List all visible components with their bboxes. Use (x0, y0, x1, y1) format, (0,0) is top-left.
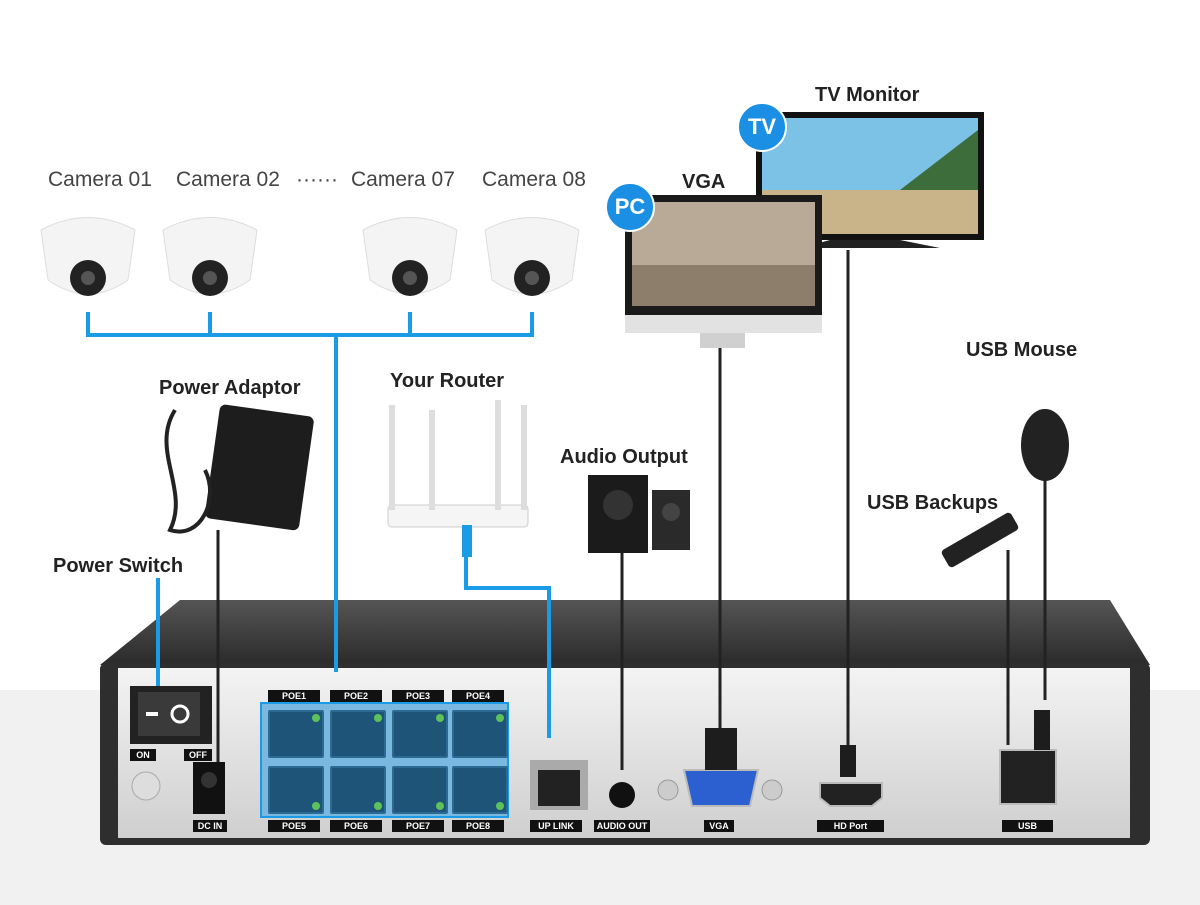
uplink-cable (464, 555, 551, 738)
uplink-tag: UP LINK (530, 820, 582, 832)
camera-08-icon (484, 217, 580, 296)
poe2-port[interactable] (330, 710, 386, 758)
black-cables (216, 250, 1047, 770)
usb-tag: USB (1002, 820, 1053, 832)
off-tag: OFF (184, 749, 212, 761)
usb-mouse (1021, 409, 1069, 481)
poe3-tag: POE3 (392, 690, 444, 702)
vga-port (682, 769, 760, 807)
poe1-tag: POE1 (268, 690, 320, 702)
vga-label: VGA (682, 171, 726, 193)
usb-mouse-label: USB Mouse (966, 339, 1078, 361)
usb-ports (999, 749, 1057, 805)
camera-01-icon (40, 217, 136, 296)
hd-port-tag: HD Port (817, 820, 884, 832)
tv-stand (800, 240, 940, 248)
poe5-port[interactable] (268, 766, 324, 814)
usb-backups-label: USB Backups (867, 492, 999, 514)
tv-monitor-label: TV Monitor (815, 84, 920, 106)
audio-out-port (609, 782, 635, 808)
dc-in-tag: DC IN (193, 820, 227, 832)
camera-ellipsis: ······ (296, 168, 338, 191)
ground-screw (131, 771, 161, 801)
camera-07-icon (362, 217, 458, 296)
camera-drop-cables (208, 312, 412, 335)
camera-08-label: Camera 08 (482, 168, 586, 191)
tv-badge: TV (737, 102, 787, 152)
poe7-tag: POE7 (392, 820, 444, 832)
vga-tag: VGA (704, 820, 734, 832)
poe8-tag: POE8 (452, 820, 504, 832)
poe4-port[interactable] (452, 710, 508, 758)
pc-stand (700, 333, 745, 348)
camera-02-icon (162, 217, 258, 296)
audio-output-label: Audio Output (560, 446, 688, 468)
camera-02-label: Camera 02 (176, 168, 280, 191)
camera-cables (86, 312, 551, 738)
power-adaptor-label: Power Adaptor (159, 377, 301, 399)
poe6-port[interactable] (330, 766, 386, 814)
router-label: Your Router (390, 370, 505, 392)
camera-01-label: Camera 01 (48, 168, 152, 191)
pc-badge: PC (605, 182, 655, 232)
power-adaptor-brick (205, 404, 314, 531)
power-switch-label: Power Switch (53, 555, 184, 577)
hdmi-port (819, 782, 883, 807)
nvr-top (100, 600, 1150, 665)
router-body (387, 504, 529, 528)
poe5-tag: POE5 (268, 820, 320, 832)
poe3-port[interactable] (392, 710, 448, 758)
usb-stick (941, 512, 1019, 568)
poe6-tag: POE6 (330, 820, 382, 832)
power-cord (164, 408, 212, 534)
poe7-port[interactable] (392, 766, 448, 814)
poe2-tag: POE2 (330, 690, 382, 702)
camera-07-label: Camera 07 (351, 168, 455, 191)
router-antennas (389, 400, 527, 510)
camera-bus-cable (86, 312, 534, 337)
poe4-tag: POE4 (452, 690, 504, 702)
poe1-port[interactable] (268, 710, 324, 758)
poe8-port[interactable] (452, 766, 508, 814)
on-tag: ON (130, 749, 156, 761)
audio-out-tag: AUDIO OUT (594, 820, 650, 832)
